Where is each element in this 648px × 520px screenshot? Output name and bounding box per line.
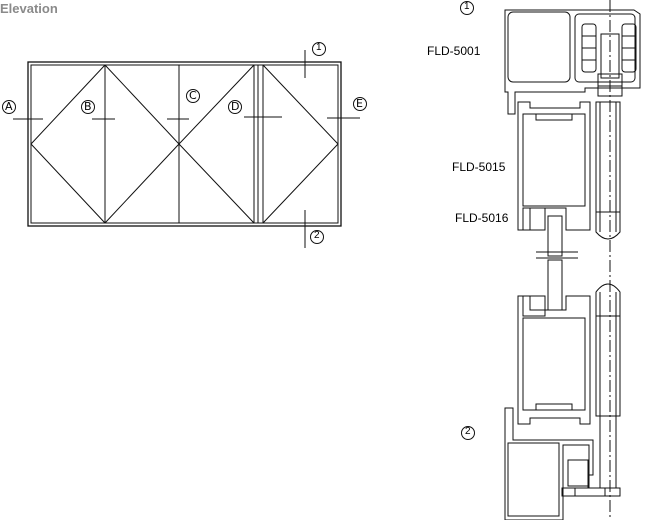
- section-label-c: C: [189, 89, 197, 102]
- section-label-a: A: [5, 100, 13, 113]
- profile-label-fld-5015: FLD-5015: [452, 160, 506, 174]
- elevation-title: Elevation: [0, 1, 58, 16]
- section-marker-c: [186, 89, 200, 103]
- section-top-label: 1: [464, 1, 470, 12]
- section-marker-b: [81, 100, 95, 114]
- section-drawing: [504, 0, 641, 520]
- section-marker-a: [2, 100, 16, 114]
- detail-marker-1: [312, 42, 326, 56]
- profile-label-fld-5016: FLD-5016: [455, 211, 509, 225]
- section-marker-e: [353, 97, 367, 111]
- section-label-b: B: [84, 100, 92, 113]
- detail-marker-2: [310, 230, 324, 244]
- section-label-d: D: [231, 100, 240, 113]
- section-marker-top: [460, 1, 474, 15]
- section-marker-d: [228, 100, 242, 114]
- detail-label-2: 2: [314, 230, 320, 241]
- section-marker-bottom: [461, 426, 475, 440]
- section-bottom-label: 2: [465, 426, 471, 437]
- detail-label-1: 1: [316, 42, 322, 53]
- profile-label-fld-5001: FLD-5001: [427, 44, 481, 58]
- section-label-e: E: [356, 97, 363, 110]
- elevation-drawing: [13, 50, 360, 248]
